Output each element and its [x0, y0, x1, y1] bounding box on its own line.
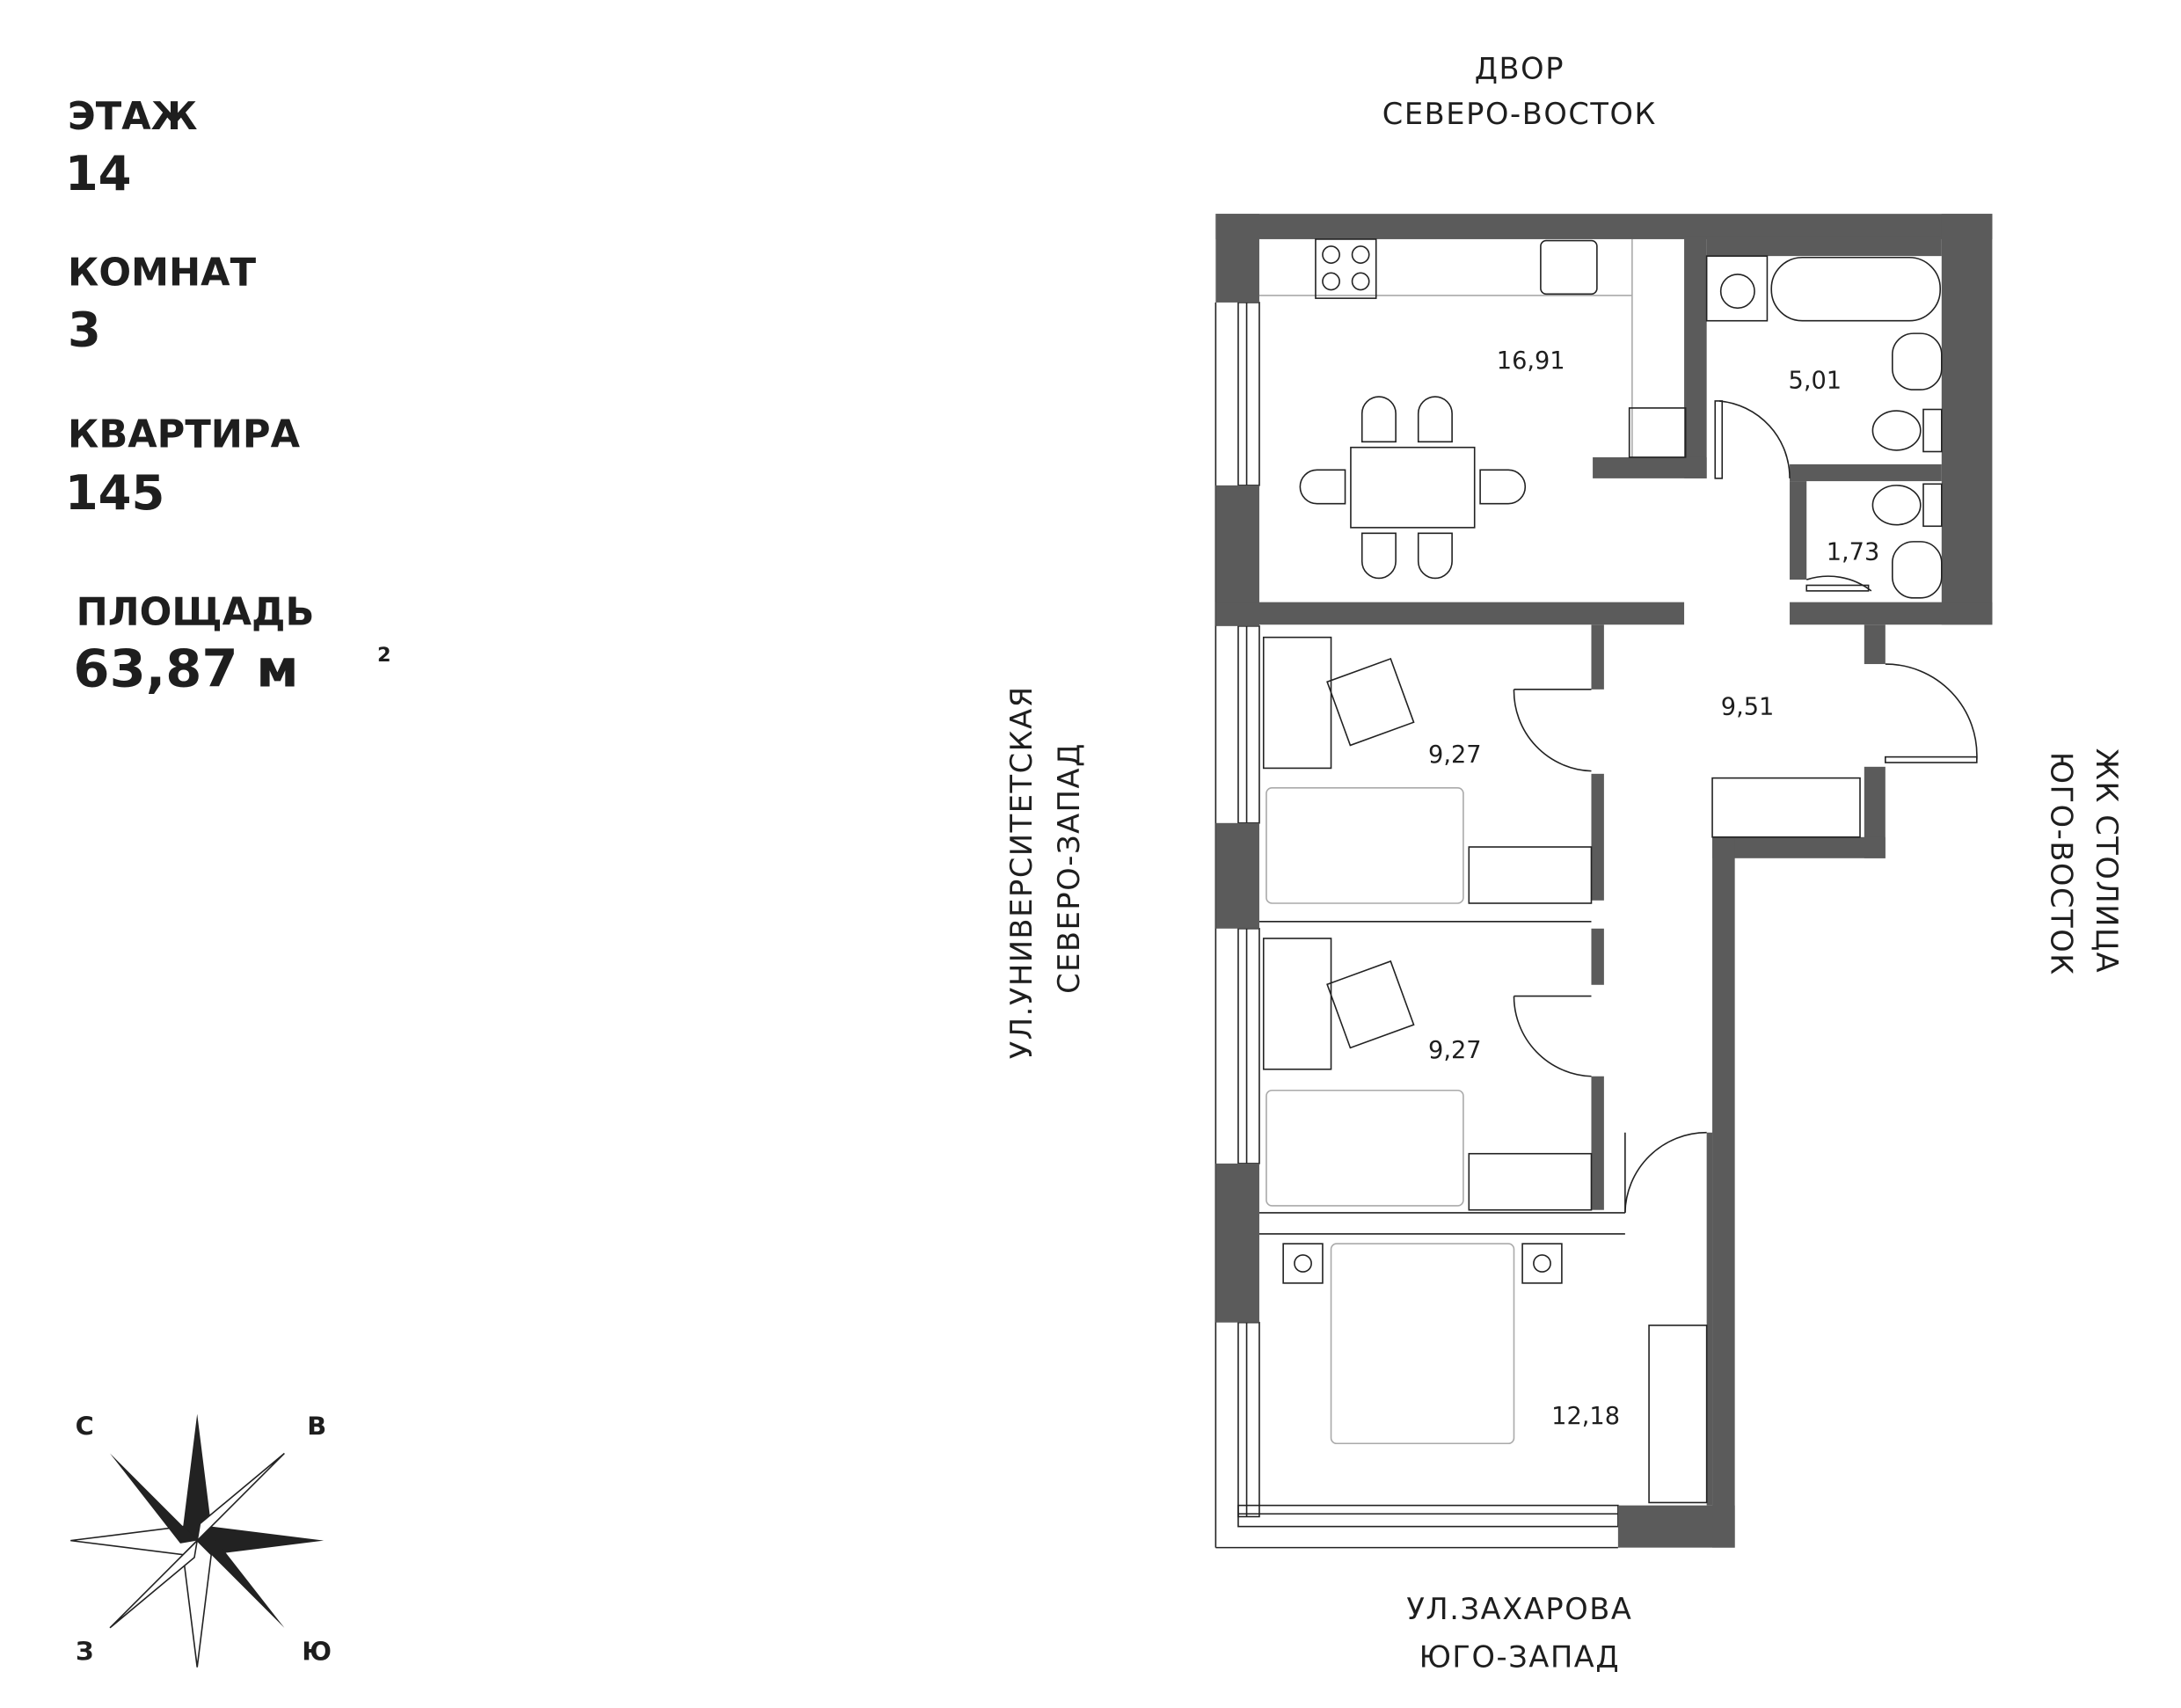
apartment-label: КВАРТИРА [68, 413, 301, 457]
windows-left [1215, 302, 1619, 1549]
wardrobe-icon [1468, 846, 1593, 904]
dining-table-icon [1350, 446, 1476, 529]
wardrobe-icon-2 [1468, 1152, 1593, 1211]
room-area-bathroom: 5,01 [1789, 368, 1842, 395]
desk-icon [1262, 636, 1332, 770]
right-label-2: ЮГО-ВОСТОК [2045, 752, 2079, 976]
doors [1513, 400, 1978, 1213]
room-area-bedroom-3: 12,18 [1551, 1403, 1620, 1430]
bottom-label-2: ЮГО-ЗАПАД [1419, 1640, 1621, 1675]
wardrobe-icon-3 [1648, 1325, 1708, 1504]
room-area-kitchen: 16,91 [1497, 347, 1565, 375]
room-area-bedroom-1: 9,27 [1428, 741, 1482, 769]
right-label-1: ЖК СТОЛИЦА [2090, 748, 2124, 974]
room-area-hall: 9,51 [1721, 694, 1775, 721]
bathroom-fixtures [1705, 255, 1943, 599]
nightstand-icon-2 [1521, 1243, 1563, 1284]
bed-icon-2 [1266, 1089, 1464, 1207]
rooms-label: КОМНАТ [68, 252, 257, 296]
top-label-2: СЕВЕРО-ВОСТОК [1382, 97, 1657, 131]
floor-value: 14 [65, 146, 132, 201]
sink-icon [1540, 239, 1598, 296]
left-label-2: СЕВЕРО-ЗАПАД [1052, 742, 1086, 994]
apartment-info: ЭТАЖ 14 КОМНАТ 3 КВАРТИРА 145 ПЛОЩАДЬ 63… [65, 95, 391, 698]
toilet-icon [1871, 410, 1922, 451]
washbasin-icon-2 [1892, 541, 1943, 599]
double-bed-icon [1330, 1243, 1515, 1445]
armchair-icon [1326, 658, 1415, 747]
room-area-toilet: 1,73 [1827, 539, 1880, 566]
area-unit-superscript: 2 [377, 644, 391, 667]
compass-north: С [76, 1412, 94, 1442]
kitchen-furniture [1258, 238, 1687, 580]
compass-east: В [307, 1412, 326, 1442]
washbasin-icon [1892, 332, 1943, 391]
left-label-1: УЛ.УНИВЕРСИТЕТСКАЯ [1004, 685, 1039, 1059]
toilet-icon-2 [1871, 485, 1922, 526]
apartment-value: 145 [65, 465, 165, 521]
bathtub-icon [1770, 256, 1942, 322]
bed-icon [1266, 787, 1464, 904]
floor-label: ЭТАЖ [68, 95, 198, 139]
compass-west: З [76, 1637, 93, 1667]
hall-wardrobe-icon [1711, 777, 1861, 838]
area-label: ПЛОЩАДЬ [77, 590, 315, 634]
area-value: 63,87 м [73, 639, 298, 699]
bottom-label-1: УЛ.ЗАХАРОВА [1406, 1592, 1632, 1626]
desk-icon-2 [1262, 938, 1332, 1070]
walls [1215, 214, 1993, 1548]
armchair-icon-2 [1326, 960, 1415, 1049]
floor-plan: 16,91 5,01 1,73 9,51 9,27 9,27 12,18 [1215, 214, 1993, 1549]
top-label-1: ДВОР [1475, 52, 1565, 86]
room-area-bedroom-2: 9,27 [1428, 1037, 1482, 1064]
washing-machine-icon [1719, 274, 1755, 310]
rooms-value: 3 [68, 303, 101, 358]
stove-icon [1315, 238, 1377, 299]
compass-rose-icon: С В З Ю [70, 1412, 332, 1668]
bedroom-furniture [1262, 636, 1861, 1504]
compass-south: Ю [302, 1637, 332, 1667]
nightstand-icon [1282, 1243, 1324, 1284]
